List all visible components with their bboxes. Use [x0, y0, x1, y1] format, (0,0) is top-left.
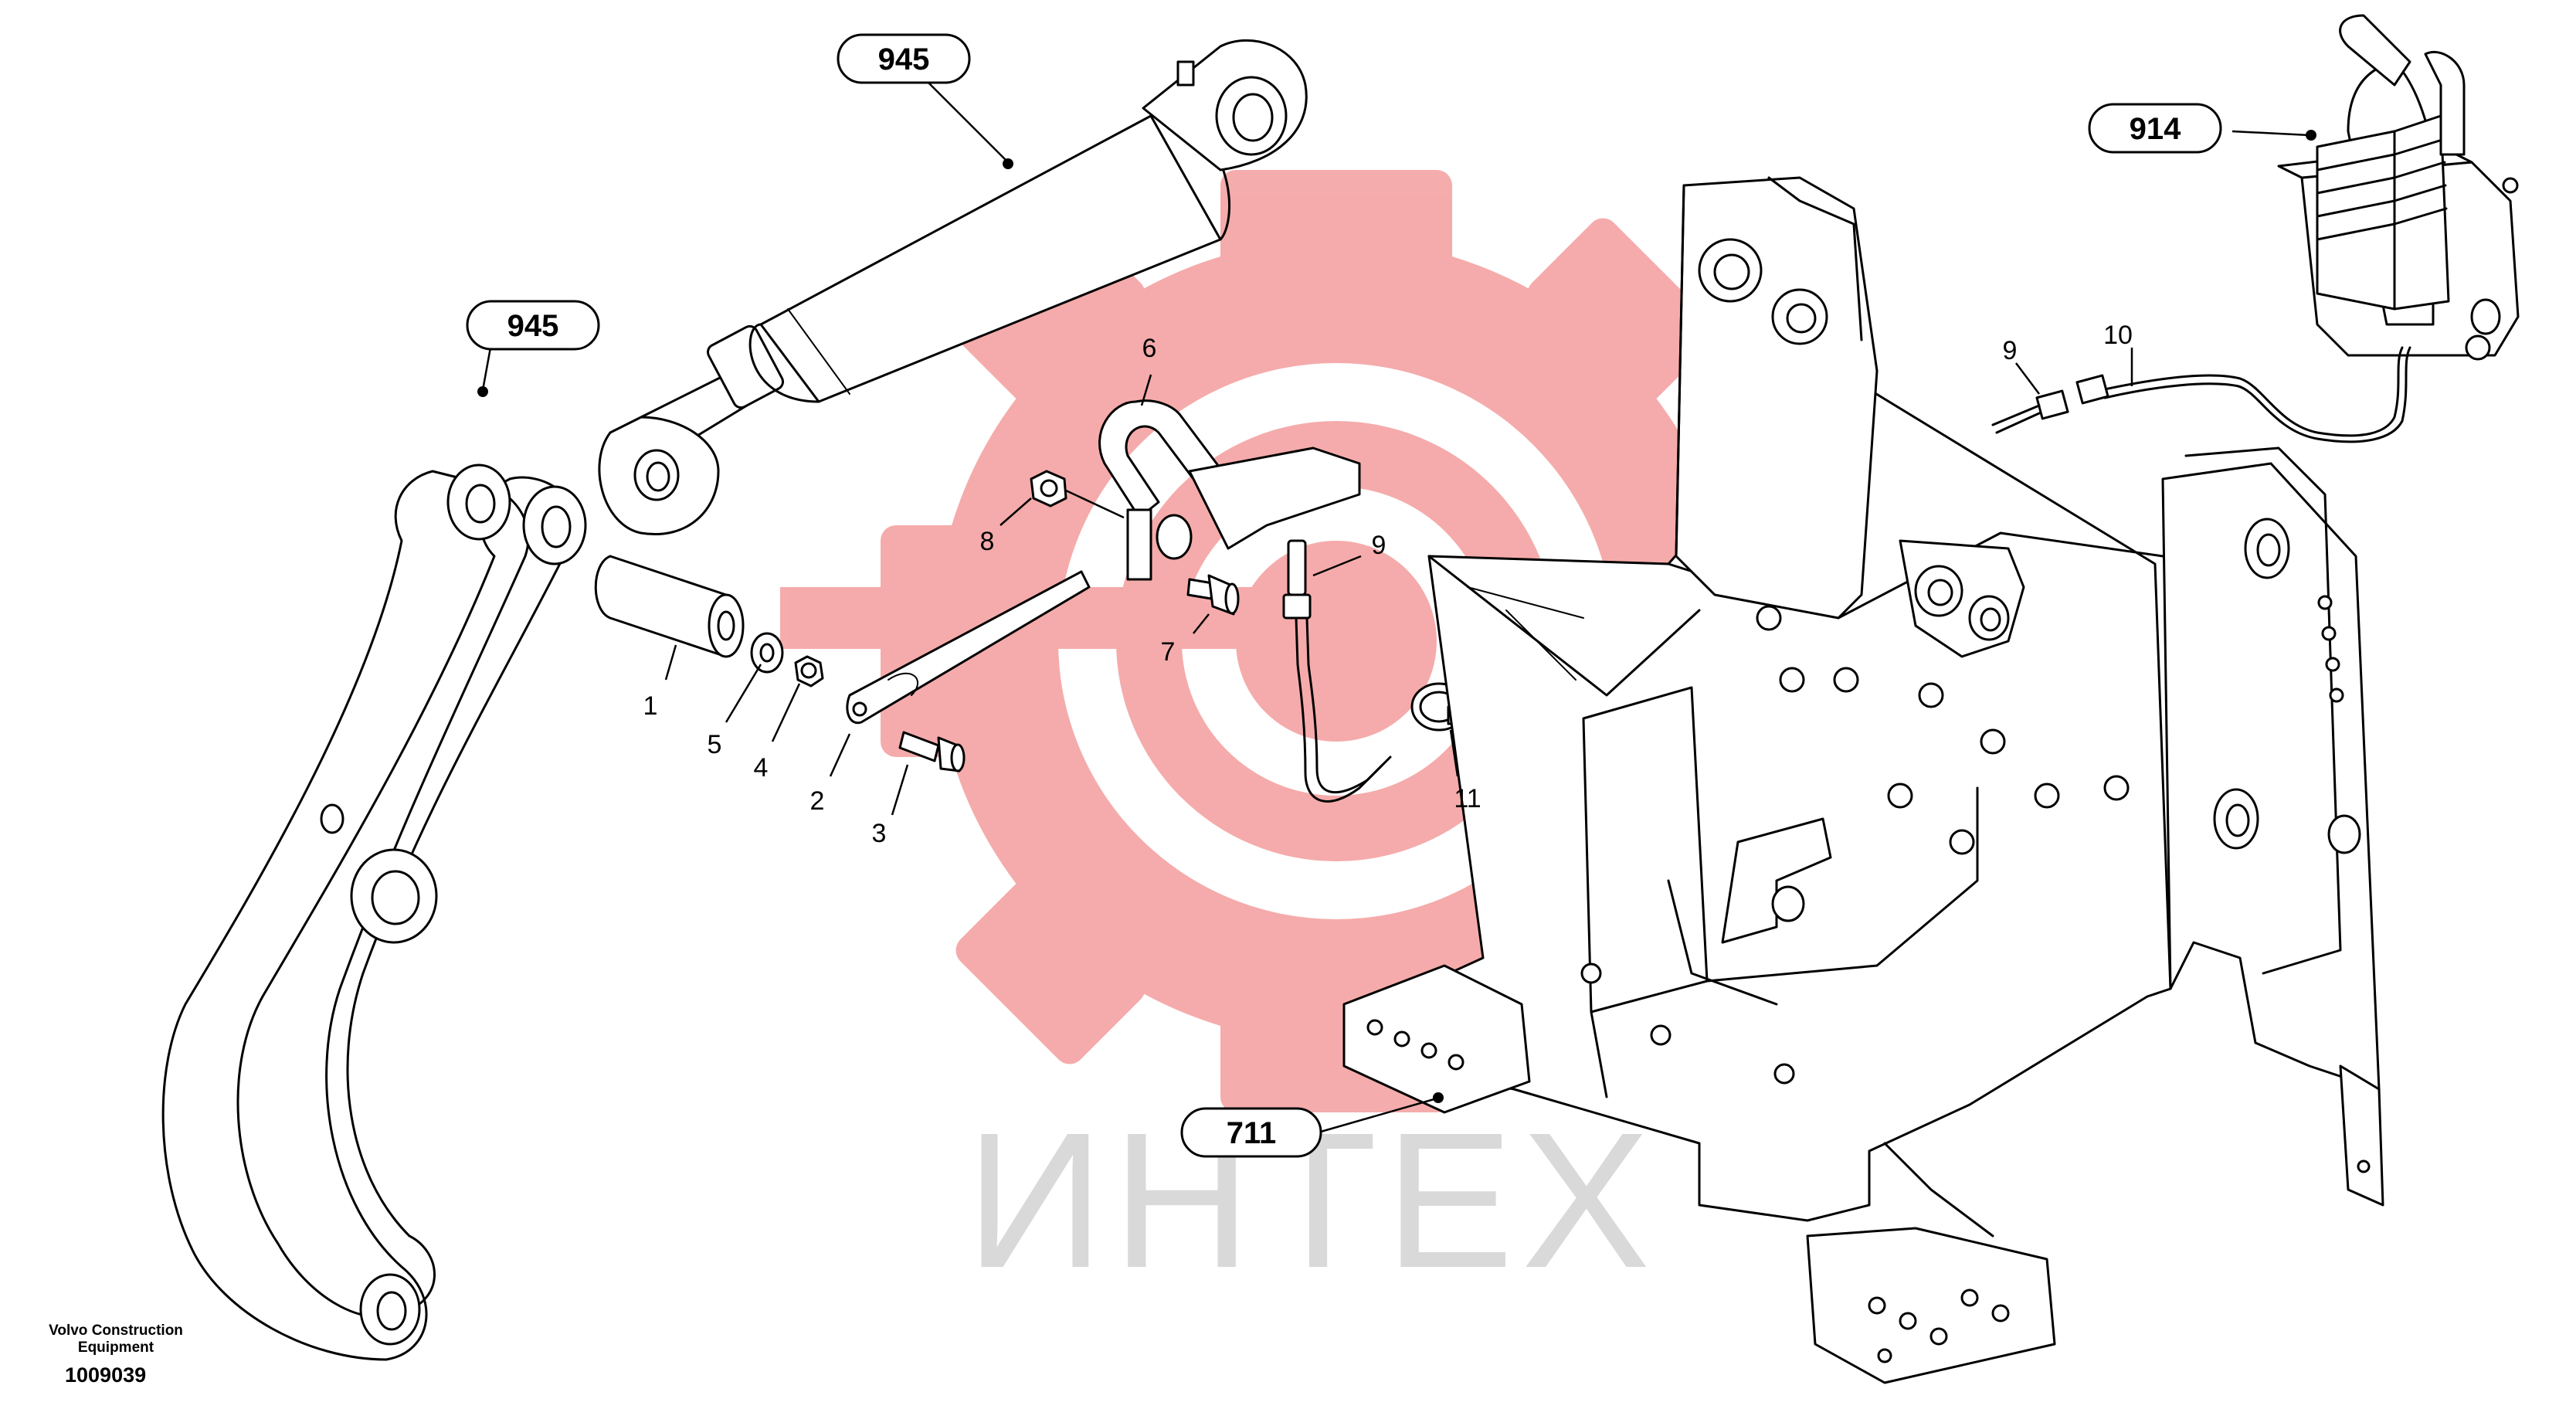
sensor-part-9 [1282, 539, 1392, 803]
callout-945-top[interactable]: 945 [837, 33, 971, 84]
part-label-7[interactable]: 7 [1161, 637, 1176, 667]
pin-part-1 [594, 555, 745, 658]
part-label-5[interactable]: 5 [708, 730, 722, 759]
clamp-bracket-part-6 [1098, 399, 1361, 581]
nut-part-8 [1030, 470, 1067, 508]
washer-part-5 [750, 632, 784, 674]
footer-brand-line1: Volvo Construction [49, 1322, 183, 1339]
part-label-2[interactable]: 2 [810, 786, 825, 816]
hydraulic-cylinder [598, 39, 1308, 535]
part-label-9-connector[interactable]: 9 [2003, 336, 2018, 365]
boom-arm [161, 463, 587, 1361]
bolt-part-7 [1186, 574, 1240, 616]
part-label-4[interactable]: 4 [754, 753, 769, 783]
callout-914-label: 914 [2130, 112, 2181, 146]
bracket-rod-part-2 [846, 570, 1091, 725]
footer-brand-line2: Equipment [77, 1339, 154, 1356]
callout-945-top-label: 945 [878, 42, 930, 76]
part-label-11[interactable]: 11 [1454, 784, 1481, 813]
footer-drawing-code: 1009039 [65, 1363, 147, 1387]
leader-lines [481, 73, 2310, 1133]
part-label-9-sensor[interactable]: 9 [1372, 531, 1386, 560]
nut-part-4 [794, 655, 824, 688]
callout-945-left-label: 945 [507, 309, 559, 343]
callout-711[interactable]: 711 [1180, 1107, 1322, 1158]
callout-914[interactable]: 914 [2088, 103, 2222, 154]
callout-945-left[interactable]: 945 [466, 300, 600, 351]
callout-711-label: 711 [1227, 1116, 1277, 1150]
part-label-3[interactable]: 3 [872, 819, 887, 848]
main-frame [1342, 176, 2384, 1384]
leader-dots [477, 130, 2316, 1103]
bolt-part-3 [898, 731, 966, 772]
footer-brand: Volvo Construction Equipment [23, 1322, 209, 1356]
control-lever [1991, 14, 2520, 443]
part-label-10[interactable]: 10 [2103, 321, 2133, 350]
part-label-6[interactable]: 6 [1142, 334, 1157, 363]
part-label-8[interactable]: 8 [980, 527, 995, 556]
part-label-1[interactable]: 1 [643, 691, 658, 721]
